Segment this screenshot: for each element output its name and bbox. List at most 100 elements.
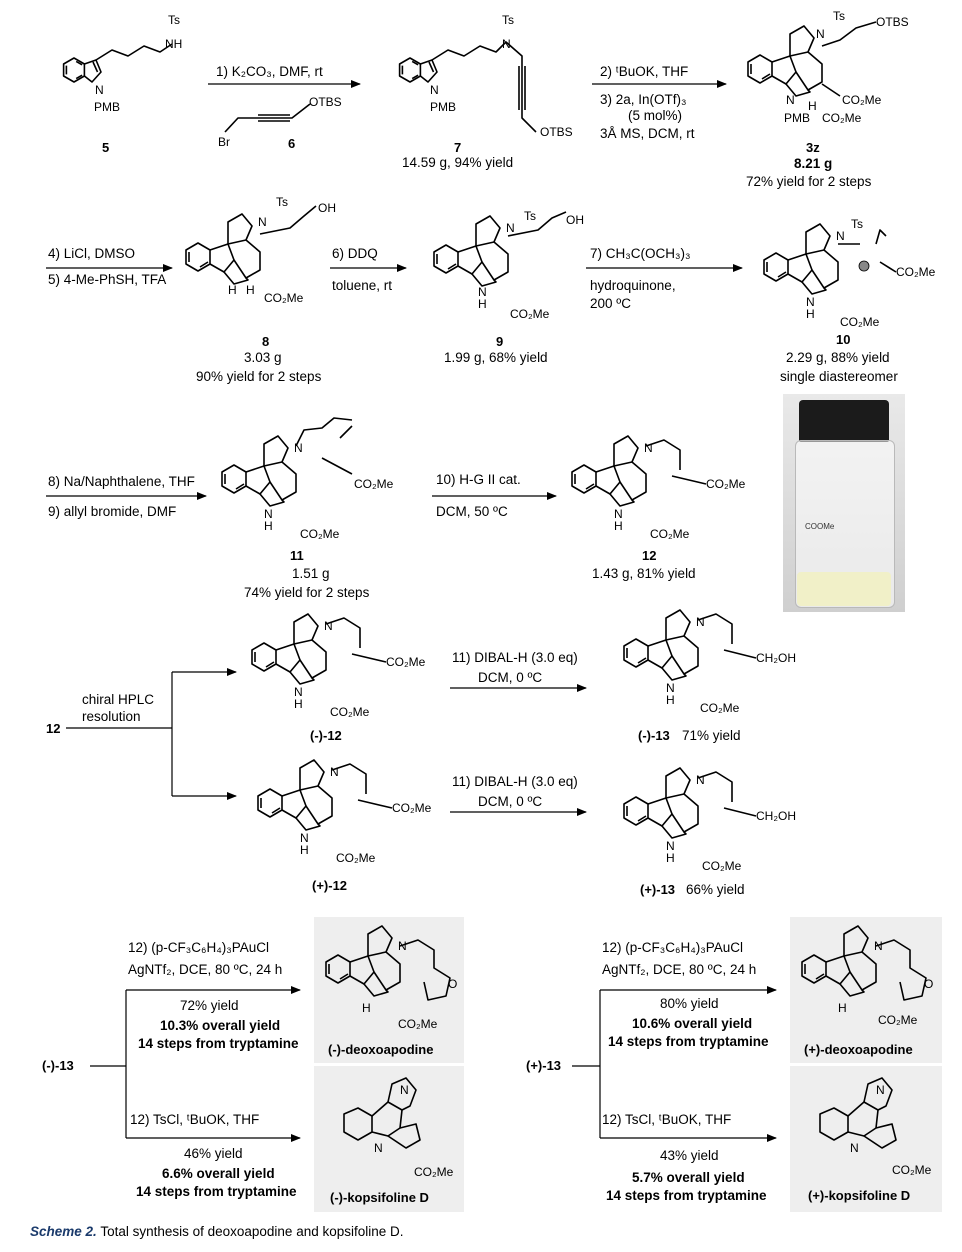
atom-h: H xyxy=(300,843,309,857)
compound-label: (-)-13 xyxy=(638,728,670,743)
step-6a: 6) DDQ xyxy=(332,246,378,261)
hplc-label: resolution xyxy=(82,709,141,724)
step-9: 9) allyl bromide, DMF xyxy=(48,504,176,519)
compound-label: (+)-12 xyxy=(312,878,347,893)
caption-text: Total synthesis of deoxoapodine and kops… xyxy=(100,1224,404,1239)
step-2: 2) ᵗBuOK, THF xyxy=(600,64,688,79)
compound-label: 10 xyxy=(836,332,850,347)
compound-label: (+)-13 xyxy=(526,1058,561,1073)
atom-n: N xyxy=(666,839,675,853)
atom-n: N xyxy=(506,221,515,235)
compound-10: Ts N CO₂Me N H CO₂Me 10 2.29 g, 88% yiel… xyxy=(763,217,936,384)
atom-h: H xyxy=(614,519,623,533)
atom-n: N xyxy=(95,83,104,97)
compound-label: (+)-13 xyxy=(640,882,675,897)
atom-co2me: CO₂Me xyxy=(650,527,690,541)
atom-h: H xyxy=(838,1001,847,1015)
step-7a: 7) CH₃C(OCH₃)₃ xyxy=(590,246,691,261)
compound-label: 12 xyxy=(642,548,656,563)
atom-co2me: CO₂Me xyxy=(386,655,426,669)
atom-n: N xyxy=(666,681,675,695)
atom-co2me: CO₂Me xyxy=(878,1013,918,1027)
atom-n: N xyxy=(400,1083,409,1097)
step-11a: 11) DIBAL-H (3.0 eq) xyxy=(452,774,578,789)
compound-13-plus: N CH₂OH N H CO₂Me (+)-13 66% yield xyxy=(623,767,796,897)
atom-h: H xyxy=(806,307,815,321)
atom-o: O xyxy=(924,977,933,991)
atom-otbs: OTBS xyxy=(540,125,573,139)
atom-co2me: CO₂Me xyxy=(398,1017,438,1031)
compound-5: Ts NH N PMB 5 xyxy=(62,13,182,155)
product-name: (+)-deoxoapodine xyxy=(804,1042,913,1057)
atom-ts: Ts xyxy=(833,9,845,23)
product-deoxoapodine-minus: N O H CO₂Me (-)-deoxoapodine xyxy=(325,925,457,1057)
atom-h: H xyxy=(228,283,237,297)
step-12-au-cond: AgNTf₂, DCE, 80 ºC, 24 h xyxy=(602,962,756,977)
atom-co2me: CO₂Me xyxy=(354,477,394,491)
atom-ts: Ts xyxy=(851,217,863,231)
compound-label: 7 xyxy=(454,140,461,155)
steps-count: 14 steps from tryptamine xyxy=(608,1034,769,1049)
atom-co2me: CO₂Me xyxy=(330,705,370,719)
atom-pmb: PMB xyxy=(430,100,456,114)
atom-ts: Ts xyxy=(502,13,514,27)
atom-n: N xyxy=(696,773,705,787)
atom-n: N xyxy=(398,939,407,953)
steps-count: 14 steps from tryptamine xyxy=(606,1188,767,1203)
atom-n: N xyxy=(806,295,815,309)
reagent-6: Br OTBS 6 xyxy=(218,95,342,151)
step-7c: 200 ºC xyxy=(590,296,631,311)
compound-9: Ts N OH N H CO₂Me 9 1.99 g, 68% yield xyxy=(433,209,584,365)
step-11b: DCM, 0 ºC xyxy=(478,794,542,809)
atom-co2me: CO₂Me xyxy=(510,307,550,321)
step-12-au: 12) (p-CF₃C₆H₄)₃PAuCl xyxy=(128,940,269,955)
product-highlight xyxy=(314,1066,464,1212)
atom-n: N xyxy=(294,441,303,455)
jar-label-text: COOMe xyxy=(805,522,835,531)
atom-pmb: PMB xyxy=(784,111,810,125)
result-7: 14.59 g, 94% yield xyxy=(402,155,513,170)
atom-n: N xyxy=(816,27,825,41)
yield-kopsifoline-minus: 46% yield xyxy=(184,1146,243,1161)
atom-h: H xyxy=(246,283,255,297)
atom-n: N xyxy=(850,1141,859,1155)
atom-co2me: CO₂Me xyxy=(706,477,746,491)
atom-br: Br xyxy=(218,135,230,149)
product-deoxoapodine-plus: N O H CO₂Me (+)-deoxoapodine xyxy=(801,925,933,1057)
atom-h: H xyxy=(362,1001,371,1015)
atom-h: H xyxy=(666,693,675,707)
result-11-yield: 74% yield for 2 steps xyxy=(244,585,370,600)
atom-ch2oh: CH₂OH xyxy=(756,651,796,665)
atom-co2me: CO₂Me xyxy=(840,315,880,329)
result-10-yield: 2.29 g, 88% yield xyxy=(786,350,890,365)
atom-co2me: CO₂Me xyxy=(414,1165,454,1179)
compound-label: 9 xyxy=(496,334,503,349)
step-5: 5) 4-Me-PhSH, TFA xyxy=(48,272,166,287)
atom-n: N xyxy=(644,441,653,455)
result-13-minus: 71% yield xyxy=(682,728,741,743)
atom-ts: Ts xyxy=(168,13,180,27)
atom-n: N xyxy=(614,507,623,521)
atom-n: N xyxy=(294,685,303,699)
compound-3z: Ts N OTBS N H PMB CO₂Me CO₂Me 3z 8.21 g … xyxy=(746,9,909,189)
step-8: 8) Na/Naphthalene, THF xyxy=(48,474,195,489)
product-name: (-)-kopsifoline D xyxy=(330,1190,429,1205)
step-12-au-cond: AgNTf₂, DCE, 80 ºC, 24 h xyxy=(128,962,282,977)
steps-count: 14 steps from tryptamine xyxy=(136,1184,297,1199)
atom-h: H xyxy=(264,519,273,533)
jar-lid xyxy=(799,400,889,442)
step-1: 1) K₂CO₃, DMF, rt xyxy=(216,64,323,79)
compound-12-plus: N CO₂Me N H CO₂Me (+)-12 xyxy=(257,759,432,893)
overall-kopsifoline-plus: 5.7% overall yield xyxy=(632,1170,745,1185)
atom-h: H xyxy=(478,297,487,311)
compound-12: N CO₂Me N H CO₂Me 12 1.43 g, 81% yield xyxy=(571,435,746,581)
atom-n: N xyxy=(374,1141,383,1155)
step-7b: hydroquinone, xyxy=(590,278,676,293)
atom-h: H xyxy=(808,99,817,113)
product-name: (-)-deoxoapodine xyxy=(328,1042,433,1057)
result-12: 1.43 g, 81% yield xyxy=(592,566,696,581)
step-12-ts: 12) TsCl, ᵗBuOK, THF xyxy=(602,1112,731,1127)
atom-co2me: CO₂Me xyxy=(700,701,740,715)
product-highlight xyxy=(314,917,464,1063)
result-11-mass: 1.51 g xyxy=(292,566,330,581)
